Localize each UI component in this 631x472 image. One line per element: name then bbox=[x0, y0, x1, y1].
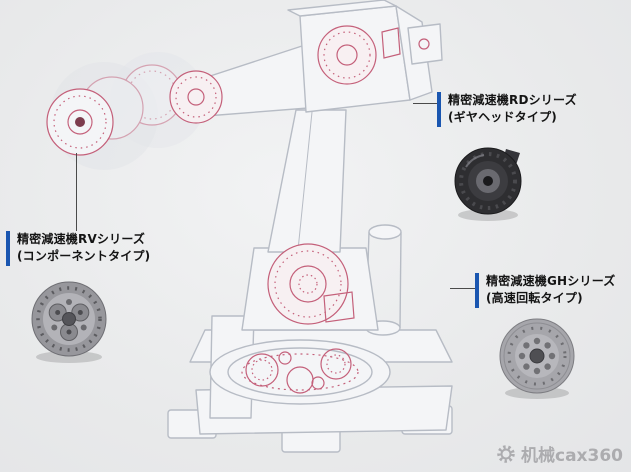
callout-rv-subtitle: (コンポーネントタイプ) bbox=[17, 249, 151, 264]
leader-line-rv bbox=[76, 153, 77, 231]
watermark: 机械cax360 bbox=[496, 441, 623, 466]
callout-accent-bar bbox=[475, 273, 479, 308]
callout-rv-series: 精密減速機RVシリーズ (コンポーネントタイプ) bbox=[6, 231, 150, 266]
callout-rd-series: 精密減速機RDシリーズ (ギヤヘッドタイプ) bbox=[437, 92, 577, 127]
gear-icon bbox=[497, 444, 515, 463]
gh-gear-image bbox=[499, 318, 575, 399]
callout-gh-subtitle: (高速回転タイプ) bbox=[486, 291, 583, 306]
callout-gh-series: 精密減速機GHシリーズ (高速回転タイプ) bbox=[475, 273, 616, 308]
callout-accent-bar bbox=[6, 231, 10, 266]
rv-gear-image bbox=[31, 281, 107, 363]
callout-rd-subtitle: (ギヤヘッドタイプ) bbox=[448, 110, 557, 125]
callout-accent-bar bbox=[437, 92, 441, 127]
callout-rv-title: 精密減速機RVシリーズ bbox=[17, 232, 146, 246]
leader-line-gh bbox=[450, 288, 475, 289]
robot-accents bbox=[46, 25, 430, 394]
rd-gearhead-image bbox=[454, 147, 522, 221]
callout-gh-title: 精密減速機GHシリーズ bbox=[486, 274, 616, 288]
leader-line-rd bbox=[413, 103, 437, 104]
watermark-text: 机械cax360 bbox=[521, 446, 623, 466]
robot-body bbox=[167, 0, 453, 453]
callout-rd-title: 精密減速機RDシリーズ bbox=[448, 93, 577, 107]
